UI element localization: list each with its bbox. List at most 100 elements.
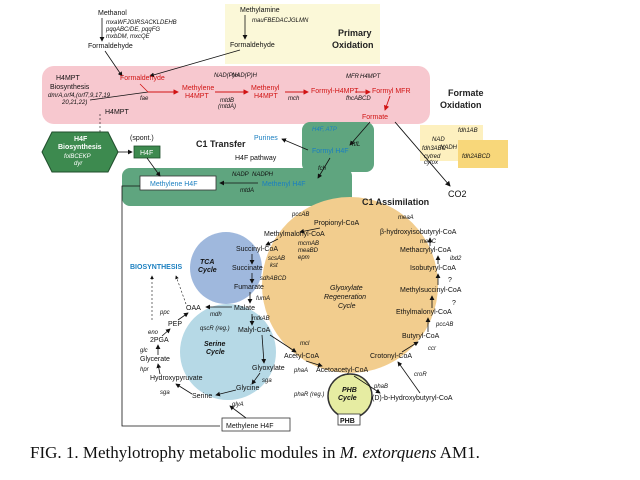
fch-gene: fch [318,166,327,172]
propionyl-to-methylmalonyl [299,227,321,234]
nadph-b: NAD(P)H [232,73,258,79]
nad-label: NAD [432,137,445,143]
glya-gene: glyA [232,402,244,408]
pccab-top-gene: pccAB [291,212,309,218]
fdh1ab-gene: fdh1AB [458,128,478,134]
dhydroxy-to-crotonyl [397,361,421,394]
methylsuccinyl-coa-label: Methylsuccinyl-CoA [400,287,462,294]
h4mpt-to-fae [89,91,149,101]
bottom-methylene-h4f-label: Methylene H4F [226,423,273,430]
h4f-hex-genes-2: dyr [74,161,83,167]
methenyl-h4mpt-1: Methenyl [251,85,280,92]
mch-gene: mch [288,96,300,102]
primary-oxidation-region [225,4,380,64]
formaldehyde-to-fae [139,83,149,93]
nadp-label: NADP [232,172,249,178]
formyl-mfr-label: Formyl MFR [372,88,411,95]
h4f-biosynthesis-hexagon [41,131,119,173]
purines-label: Purines [254,135,278,142]
glyoxylate-to-glycine [251,372,261,385]
figure-caption: FIG. 1. Methylotrophy metabolic modules … [30,443,480,462]
methylene-h4mpt-1: Methylene [182,85,214,92]
phab-gene: phaB [373,384,388,390]
glc-gene: glc [140,348,148,354]
spont-label: (spont.) [130,135,154,142]
glycine-label: Glycine [236,385,259,392]
h4mpt-bio-label: Biosynthesis [50,84,90,91]
h4mpt-bio-genes-1: dmrA,orf4,(orf7,9,17,19 [48,93,111,99]
methanol-label: Methanol [98,10,127,17]
malyl-to-glyoxylate [261,334,267,364]
mtkab-gene: mtkAB [252,316,270,322]
ibd2-gene: ibd2 [450,256,462,262]
nadph-a: NAD(P)H [214,73,240,79]
butyryl-coa-label: Butyryl-CoA [402,333,440,340]
h4mpt-bio-title: H4MPT [56,75,80,82]
tca-cycle-bg [190,232,262,304]
pep-label: PEP [168,321,182,328]
serine-cycle-bg [180,304,276,400]
pep-to-oaa [177,312,189,321]
caption-suffix: AM1. [436,443,479,462]
h4f-box-to-methylene [146,157,161,177]
tca-cycle-title-2: Cycle [198,267,217,274]
malate-label: Malate [234,305,255,312]
mtda-paren-gene: (mtdA) [218,104,236,110]
hydroxypyruvate-label: Hydroxypyruvate [150,375,203,382]
formaldehyde-b-arrow [149,49,241,78]
formate-oxidation-title-1: Formate [448,88,484,98]
formate-to-formyl-h4f [349,121,371,146]
ppc-gene: ppc [159,310,170,316]
serine-label: Serine [192,393,212,400]
methylamine-genes: mauFBEDACJGLMN [252,18,309,24]
serine-cycle-title-1: Serine [204,341,226,348]
methenyl-h4f-label: Methenyl H4F [262,181,306,188]
methylene-h4mpt-2: H4MPT [185,93,209,100]
h4f-hex-genes-1: folBCEKP [64,154,91,160]
ethylmalonyl-coa-label: Ethylmalonyl-CoA [396,309,452,316]
mfr-label: MFR [346,74,360,80]
ftfl-gene: ftfL [352,142,360,148]
phb-cycle-title-1: PHB [342,387,357,394]
formaldehyde-a-label: Formaldehyde [88,43,133,50]
h4f-atp-label: H4F, ATP [312,127,337,133]
biosynthesis-label: BIOSYNTHESIS [130,264,182,271]
nadh-label: NADH [440,145,458,151]
eno-gene: eno [148,330,159,336]
methanol-gene-2: pqqABC/DE, pqqFG [105,27,160,33]
qscr-label: qscR (reg.) [200,326,230,332]
meaa-gene: meaA [398,215,414,221]
ccr-gene: ccr [428,346,437,352]
serine-to-hydroxypyruvate [175,383,193,395]
meac-gene: meaC [420,239,437,245]
fhcabcd-gene: fhcABCD [346,96,371,102]
oaa-label: OAA [186,305,201,312]
primary-oxidation-title-1: Primary [338,28,372,38]
hydroxypyruvate-to-glycerate [156,363,162,375]
caption-prefix: FIG. 1. Methylotrophy metabolic modules … [30,443,340,462]
acetyl-coa-label: Acetyl-CoA [284,353,319,360]
sdhabcd-gene: sdhABCD [260,276,287,282]
glycine-to-serine [215,389,237,397]
glycerate-label: Glycerate [140,356,170,363]
cytox-label: cytox [424,160,439,166]
h4mpt-bio-genes-2: 20,21,22) [61,100,87,106]
methylmalonyl-to-succinyl [265,238,279,246]
h4f-pathway-label: H4F pathway [235,155,277,162]
phb-cycle-title-2: Cycle [338,395,357,402]
methylmalonyl-coa-label: Methylmalonyl-CoA [264,231,325,238]
h4mpt-label: H4MPT [105,109,129,116]
formyl-mfr-to-formate-arrow [383,95,391,111]
h4f-box-label: H4F [140,150,153,157]
formate-label: Formate [362,114,388,121]
bottom-h4f-to-serine [229,405,247,419]
crotonyl-to-butyryl [401,341,419,353]
hpr-gene: hpr [140,367,150,373]
fdh3abc-gene: fdh3ABC [422,146,447,152]
glyox-cycle-title-1: Glyoxylate [330,285,363,292]
biosynthesis-dotted-1 [175,275,187,305]
formaldehyde-b-label: Formaldehyde [230,42,275,49]
malyl-to-acetyl [269,334,297,353]
